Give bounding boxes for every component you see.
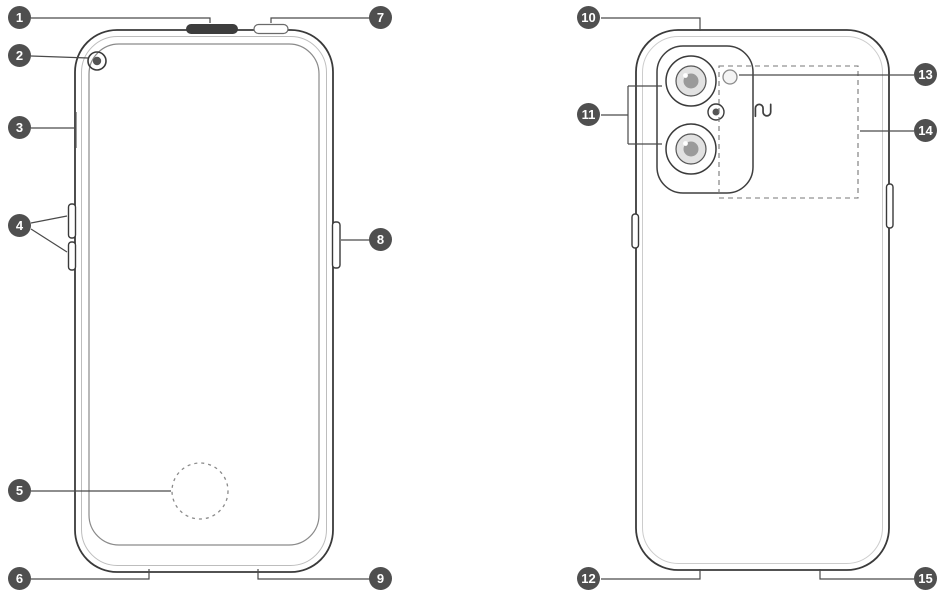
secondary-camera xyxy=(665,123,717,175)
callout-badge-14: 14 xyxy=(914,119,937,142)
callout-lines xyxy=(30,17,914,580)
callout-line-15 xyxy=(819,569,914,580)
back-left-button xyxy=(631,213,640,249)
top-slot xyxy=(253,23,289,35)
back-edge-curve xyxy=(642,36,883,564)
callout-badge-8: 8 xyxy=(369,228,392,251)
main-camera xyxy=(665,55,717,107)
volume-down-button xyxy=(67,241,77,271)
callout-line-2 xyxy=(30,55,89,59)
camera-module xyxy=(656,45,754,194)
callout-line-7 xyxy=(270,17,370,23)
earpiece xyxy=(186,24,238,34)
callout-badge-4: 4 xyxy=(8,214,31,237)
fingerprint-sensor-area xyxy=(171,462,229,520)
front-camera xyxy=(87,51,107,71)
back-right-button xyxy=(885,183,894,229)
callout-line-6 xyxy=(31,569,150,580)
callout-line-9 xyxy=(257,569,370,580)
nfc-n-mark-icon xyxy=(754,103,772,118)
callout-badge-13: 13 xyxy=(914,63,937,86)
callout-badge-3: 3 xyxy=(8,116,31,139)
callout-line-10 xyxy=(601,17,701,31)
callout-badge-7: 7 xyxy=(369,6,392,29)
back-phone xyxy=(631,29,894,571)
callout-badge-9: 9 xyxy=(369,567,392,590)
callout-badge-11: 11 xyxy=(577,103,600,126)
callout-line-4a xyxy=(30,215,68,224)
front-screen xyxy=(88,43,320,546)
callout-badge-12: 12 xyxy=(577,567,600,590)
callout-badge-15: 15 xyxy=(914,567,937,590)
callout-line-1 xyxy=(31,17,211,23)
callout-badge-10: 10 xyxy=(577,6,600,29)
callout-line-11 xyxy=(601,85,662,145)
power-button xyxy=(331,221,341,269)
callout-line-4b xyxy=(30,228,68,253)
macro-camera xyxy=(707,103,725,121)
callout-badge-2: 2 xyxy=(8,44,31,67)
callout-line-12 xyxy=(601,569,701,580)
callout-badge-6: 6 xyxy=(8,567,31,590)
flash xyxy=(722,69,738,85)
front-glass-edge xyxy=(81,36,327,566)
front-phone xyxy=(67,23,341,573)
front-camera-lens xyxy=(92,56,102,66)
callout-badge-5: 5 xyxy=(8,479,31,502)
volume-up-button xyxy=(67,203,77,239)
callout-badge-1: 1 xyxy=(8,6,31,29)
